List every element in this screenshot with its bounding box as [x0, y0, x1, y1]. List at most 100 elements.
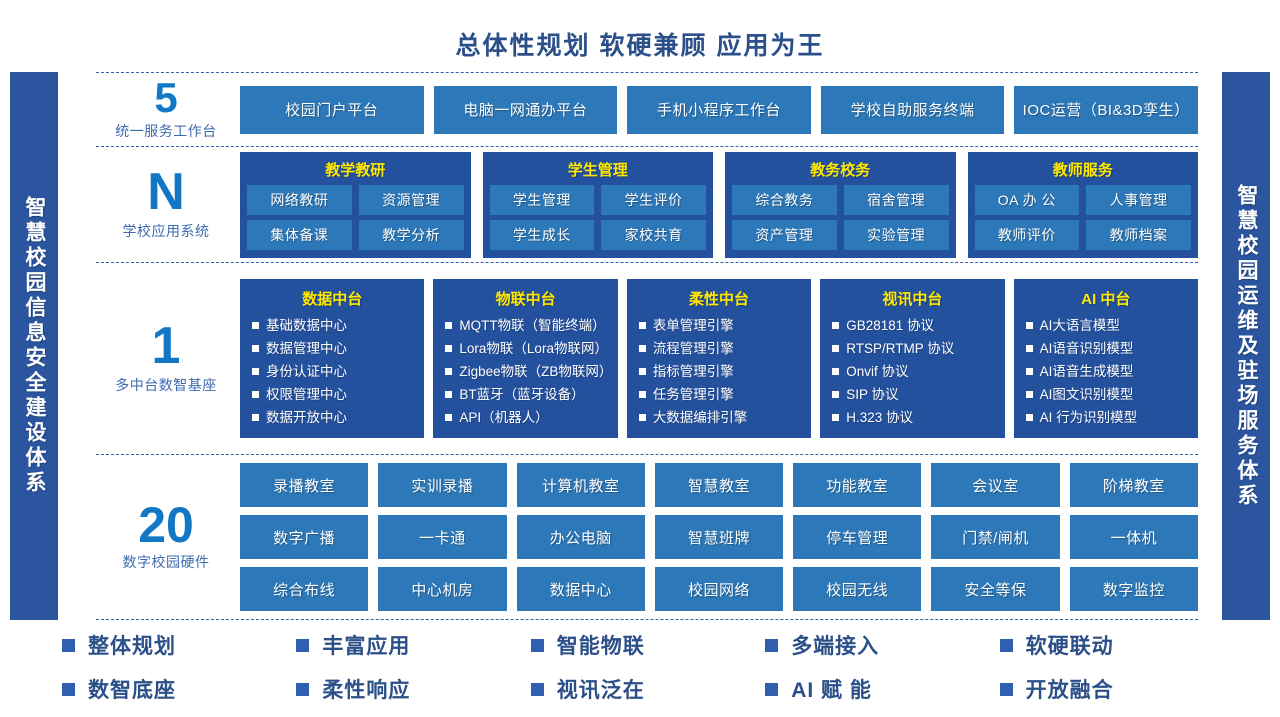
hardware-tile-smart-classroom[interactable]: 智慧教室: [654, 463, 784, 507]
hardware-tile-access-control-gate[interactable]: 门禁/闸机: [931, 515, 1060, 559]
chip-comprehensive-academic[interactable]: 综合教务: [732, 184, 837, 215]
footer-column-3: 智能物联 视讯泛在: [530, 630, 765, 717]
chip-oa-office[interactable]: OA 办 公: [974, 184, 1080, 215]
chip-student-growth[interactable]: 学生成长: [489, 219, 595, 250]
tile-self-service-terminal[interactable]: 学校自助服务终端: [820, 85, 1005, 134]
left-banner-label: 智慧校园信息安全建设体系: [23, 196, 47, 496]
chip-network-research[interactable]: 网络教研: [247, 184, 352, 215]
square-bullet-icon: [999, 682, 1013, 696]
hardware-tile-digital-broadcast[interactable]: 数字广播: [240, 515, 369, 559]
card-iot-midend[interactable]: 物联中台 MQTT物联（智能终端） Lora物联（Lora物联网） Zigbee…: [433, 279, 618, 438]
page-title: 总体性规划 软硬兼顾 应用为王: [455, 32, 825, 60]
footer-keyword-hardware-software-linkage: 软硬联动: [999, 630, 1234, 660]
group-student-management[interactable]: 学生管理 学生管理 学生评价 学生成长 家校共育: [482, 151, 713, 258]
row-caption-1: 多中台数智基座: [115, 376, 217, 393]
hardware-tile-campus-network[interactable]: 校园网络: [654, 567, 784, 611]
list-item-label: Onvif 协议: [846, 364, 909, 380]
chip-home-school-coedu[interactable]: 家校共育: [601, 219, 706, 250]
footer-column-2: 丰富应用 柔性响应: [296, 630, 530, 717]
square-bullet-icon: [832, 345, 840, 353]
list-item: BT蓝牙（蓝牙设备）: [441, 385, 609, 406]
tile-campus-portal[interactable]: 校园门户平台: [240, 85, 424, 134]
chip-student-management[interactable]: 学生管理: [489, 184, 595, 215]
square-bullet-icon: [999, 638, 1013, 652]
card-list-video-midend: GB28181 协议 RTSP/RTMP 协议 Onvif 协议 SIP 协议 …: [828, 316, 996, 429]
chip-asset-management[interactable]: 资产管理: [732, 219, 837, 250]
hardware-tile-office-pc[interactable]: 办公电脑: [516, 515, 645, 559]
card-list-data-midend: 基础数据中心 数据管理中心 身份认证中心 权限管理中心 数据开放中心: [248, 316, 416, 429]
square-bullet-icon: [1025, 322, 1033, 330]
square-bullet-icon: [252, 322, 259, 330]
chip-teacher-archive[interactable]: 教师档案: [1086, 219, 1191, 250]
square-bullet-icon: [445, 322, 453, 330]
chip-student-evaluation[interactable]: 学生评价: [601, 184, 706, 215]
group-teaching-research[interactable]: 教学教研 网络教研 资源管理 集体备课 教学分析: [240, 151, 471, 258]
card-flexible-midend[interactable]: 柔性中台 表单管理引擎 流程管理引擎 指标管理引擎 任务管理引擎 大数据编排引擎: [626, 279, 812, 438]
footer-keyword-label: 整体规划: [88, 635, 176, 658]
hardware-tile-all-in-one-card[interactable]: 一卡通: [378, 515, 507, 559]
list-item: AI大语言模型: [1022, 316, 1190, 337]
hardware-tile-digital-surveillance[interactable]: 数字监控: [1069, 567, 1198, 611]
list-item-label: 任务管理引擎: [652, 386, 734, 402]
hardware-tile-data-center[interactable]: 数据中心: [516, 567, 645, 611]
hardware-tile-all-in-one-machine[interactable]: 一体机: [1069, 515, 1198, 559]
list-item: RTSP/RTMP 协议: [828, 339, 996, 360]
chip-dormitory-management[interactable]: 宿舍管理: [843, 184, 949, 215]
list-item-label: API（机器人）: [459, 409, 549, 425]
list-item-label: BT蓝牙（蓝牙设备）: [459, 386, 585, 402]
square-bullet-icon: [1025, 390, 1033, 398]
square-bullet-icon: [638, 390, 646, 398]
card-video-midend[interactable]: 视讯中台 GB28181 协议 RTSP/RTMP 协议 Onvif 协议 SI…: [820, 279, 1005, 438]
layer-row-school-applications: N 学校应用系统 教学教研 网络教研 资源管理 集体备课 教学分析 学生管理: [96, 146, 1198, 262]
hardware-tile-security-compliance[interactable]: 安全等保: [931, 567, 1060, 611]
chip-teaching-analysis[interactable]: 教学分析: [358, 219, 464, 250]
hardware-tile-parking-management[interactable]: 停车管理: [793, 515, 922, 559]
chip-teacher-evaluation[interactable]: 教师评价: [974, 219, 1080, 250]
list-item: MQTT物联（智能终端）: [441, 316, 609, 337]
chip-resource-management[interactable]: 资源管理: [358, 184, 464, 215]
tile-pc-onestop[interactable]: 电脑一网通办平台: [433, 85, 618, 134]
list-item-label: AI图文识别模型: [1039, 386, 1134, 402]
tile-ioc-operations[interactable]: IOC运营（BI&3D孪生）: [1014, 85, 1198, 134]
footer-keyword-label: 数智底座: [88, 679, 176, 702]
square-bullet-icon: [445, 345, 453, 353]
card-title-video-midend: 视讯中台: [882, 291, 943, 309]
list-item-label: H.323 协议: [846, 409, 913, 425]
list-item: 基础数据中心: [248, 316, 416, 337]
hardware-tile-structured-cabling[interactable]: 综合布线: [240, 567, 369, 611]
group-teacher-service[interactable]: 教师服务 OA 办 公 人事管理 教师评价 教师档案: [967, 151, 1198, 258]
hardware-tile-central-equipment-room[interactable]: 中心机房: [378, 567, 507, 611]
hardware-tile-training-recording[interactable]: 实训录播: [378, 463, 507, 507]
footer-keyword-label: 多端接入: [791, 635, 880, 658]
square-bullet-icon: [638, 322, 646, 330]
hardware-tile-recording-classroom[interactable]: 录播教室: [240, 463, 369, 507]
footer-keyword-label: 柔性响应: [322, 679, 411, 702]
list-item-label: AI语音生成模型: [1039, 364, 1134, 380]
square-bullet-icon: [638, 413, 646, 421]
chip-collective-lesson-prep[interactable]: 集体备课: [247, 219, 352, 250]
footer-keywords: 整体规划 数智底座 丰富应用 柔性响应 智能物联 视讯泛在 多端接入 AI 赋 …: [0, 622, 1280, 717]
unified-service-tiles: 校园门户平台 电脑一网通办平台 手机小程序工作台 学校自助服务终端 IOC运营（…: [240, 85, 1198, 134]
hardware-tile-computer-classroom[interactable]: 计算机教室: [516, 463, 645, 507]
square-bullet-icon: [638, 368, 646, 376]
square-bullet-icon: [252, 413, 259, 421]
left-vertical-banner: 智慧校园信息安全建设体系: [10, 72, 58, 620]
group-academic-affairs[interactable]: 教务校务 综合教务 宿舍管理 资产管理 实验管理: [725, 151, 956, 258]
chip-hr-management[interactable]: 人事管理: [1086, 184, 1191, 215]
list-item: Lora物联（Lora物联网）: [441, 339, 609, 360]
footer-keyword-ai-empowerment: AI 赋 能: [765, 674, 999, 704]
card-data-midend[interactable]: 数据中台 基础数据中心 数据管理中心 身份认证中心 权限管理中心 数据开放中心: [240, 279, 425, 438]
hardware-tile-campus-wireless[interactable]: 校园无线: [793, 567, 922, 611]
card-ai-midend[interactable]: AI 中台 AI大语言模型 AI语音识别模型 AI语音生成模型 AI图文识别模型…: [1013, 279, 1199, 438]
list-item: 大数据编排引擎: [635, 408, 803, 429]
group-grid-teacher-service: OA 办 公 人事管理 教师评价 教师档案: [974, 184, 1191, 250]
hardware-tile-function-classroom[interactable]: 功能教室: [793, 463, 922, 507]
list-item: 数据管理中心: [248, 339, 416, 360]
tile-mobile-miniprogram[interactable]: 手机小程序工作台: [627, 85, 811, 134]
hardware-tile-meeting-room[interactable]: 会议室: [931, 463, 1060, 507]
hardware-tile-lecture-hall[interactable]: 阶梯教室: [1069, 463, 1198, 507]
hardware-tile-smart-class-board[interactable]: 智慧班牌: [654, 515, 784, 559]
chip-lab-management[interactable]: 实验管理: [843, 219, 949, 250]
list-item-label: AI语音识别模型: [1039, 341, 1134, 357]
right-banner-label: 智慧校园运维及驻场服务体系: [1235, 183, 1259, 509]
